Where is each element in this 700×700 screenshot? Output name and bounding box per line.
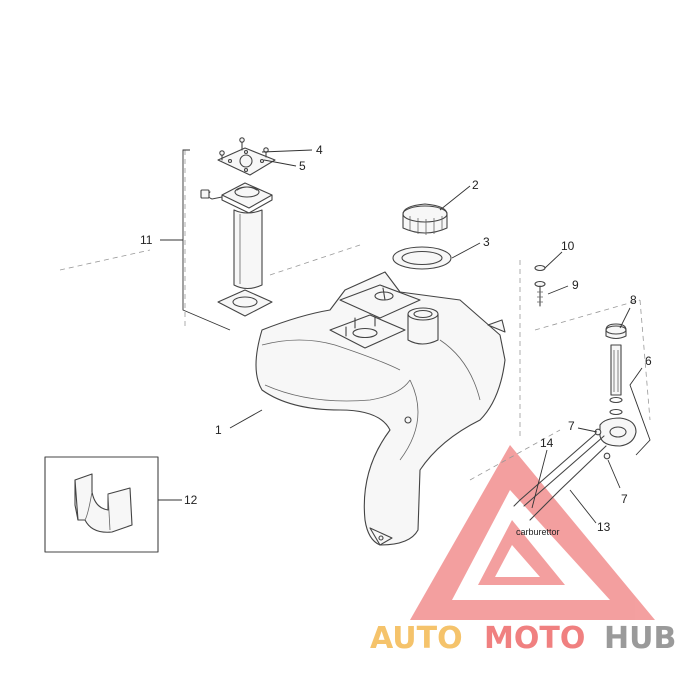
callout-13: 13 [597, 520, 611, 534]
callout-12: 12 [184, 493, 198, 507]
callout-1: 1 [215, 423, 222, 437]
watermark-word-hub: HUB [604, 621, 676, 656]
fuel-filter-cap [605, 323, 627, 340]
bracket-6 [629, 367, 651, 456]
callout-10: 10 [561, 239, 575, 253]
callout-3: 3 [483, 235, 490, 249]
watermark-word-moto: MOTO [484, 621, 585, 656]
callout-6: 6 [645, 354, 652, 368]
callout-7-lower: 7 [621, 492, 628, 506]
fuel-level-sender [200, 182, 273, 317]
callout-2: 2 [472, 178, 479, 192]
callout-9: 9 [572, 278, 579, 292]
hose-label-carburettor: carburettor [516, 527, 560, 537]
fuel-cap [402, 203, 448, 235]
callout-8: 8 [630, 293, 637, 307]
watermark-triangle-logo [410, 445, 655, 620]
callout-5: 5 [299, 159, 306, 173]
callout-4: 4 [316, 143, 323, 157]
watermark-wordmark: AUTO MOTO HUB [370, 621, 676, 656]
callout-7-upper: 7 [568, 419, 575, 433]
inset-box [44, 456, 159, 553]
hose-clip-part [74, 473, 133, 533]
fuel-tap-assembly [599, 344, 637, 447]
fuel-hoses [513, 428, 611, 521]
fuel-tank-body [255, 271, 506, 546]
leader-lines [158, 149, 631, 524]
sender-flange [217, 147, 276, 176]
callout-14: 14 [540, 436, 554, 450]
watermark-word-auto: AUTO [370, 621, 463, 656]
bracket-11 [182, 149, 231, 331]
cap-seal-ring [392, 246, 452, 270]
mount-bolt-and-washer [534, 264, 546, 307]
construction-lines [59, 150, 651, 481]
flange-screws [219, 137, 269, 161]
callout-11: 11 [140, 233, 153, 247]
callout-numbers: 1 2 3 4 5 6 7 7 8 9 10 11 12 13 14 carbu… [140, 143, 652, 537]
watermark-triangle-core-hole [495, 545, 540, 577]
